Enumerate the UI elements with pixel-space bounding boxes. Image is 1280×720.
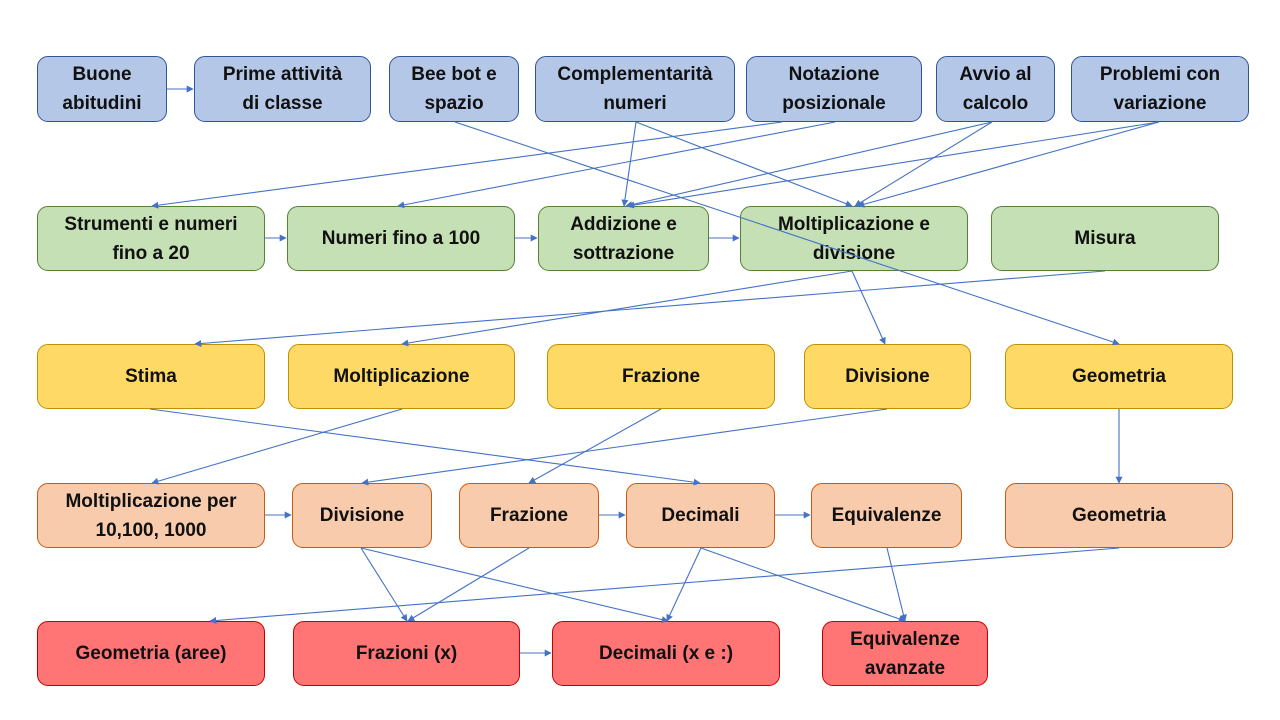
node-equivalenze-row4[interactable]: Equivalenze (811, 483, 962, 548)
node-geometria-row4[interactable]: Geometria (1005, 483, 1233, 548)
node-complementarita[interactable]: Complementarità numeri (535, 56, 735, 122)
node-misura[interactable]: Misura (991, 206, 1219, 271)
node-geometria-row3[interactable]: Geometria (1005, 344, 1233, 409)
node-buone-abitudini[interactable]: Buone abitudini (37, 56, 167, 122)
node-decimali-row4[interactable]: Decimali (626, 483, 775, 548)
node-problemi-variazione[interactable]: Problemi con variazione (1071, 56, 1249, 122)
node-moltiplicazione[interactable]: Moltiplicazione (288, 344, 515, 409)
node-frazione-row4[interactable]: Frazione (459, 483, 599, 548)
node-avvio-calcolo[interactable]: Avvio al calcolo (936, 56, 1055, 122)
node-moltiplicazione-divisione[interactable]: Moltiplicazione e divisione (740, 206, 968, 271)
node-prime-attivita[interactable]: Prime attività di classe (194, 56, 371, 122)
node-decimali-x-e[interactable]: Decimali (x e :) (552, 621, 780, 686)
node-divisione-row3[interactable]: Divisione (804, 344, 971, 409)
node-strumenti-numeri[interactable]: Strumenti e numeri fino a 20 (37, 206, 265, 271)
node-frazione-row3[interactable]: Frazione (547, 344, 775, 409)
node-geometria-aree[interactable]: Geometria (aree) (37, 621, 265, 686)
node-notazione-posizionale[interactable]: Notazione posizionale (746, 56, 922, 122)
node-frazioni-x[interactable]: Frazioni (x) (293, 621, 520, 686)
node-equivalenze-avanzate[interactable]: Equivalenze avanzate (822, 621, 988, 686)
node-addizione-sottrazione[interactable]: Addizione e sottrazione (538, 206, 709, 271)
node-bee-bot[interactable]: Bee bot e spazio (389, 56, 519, 122)
node-stima[interactable]: Stima (37, 344, 265, 409)
node-moltiplicazione-10-100-1000[interactable]: Moltiplicazione per 10,100, 1000 (37, 483, 265, 548)
node-divisione-row4[interactable]: Divisione (292, 483, 432, 548)
node-numeri-fino-100[interactable]: Numeri fino a 100 (287, 206, 515, 271)
